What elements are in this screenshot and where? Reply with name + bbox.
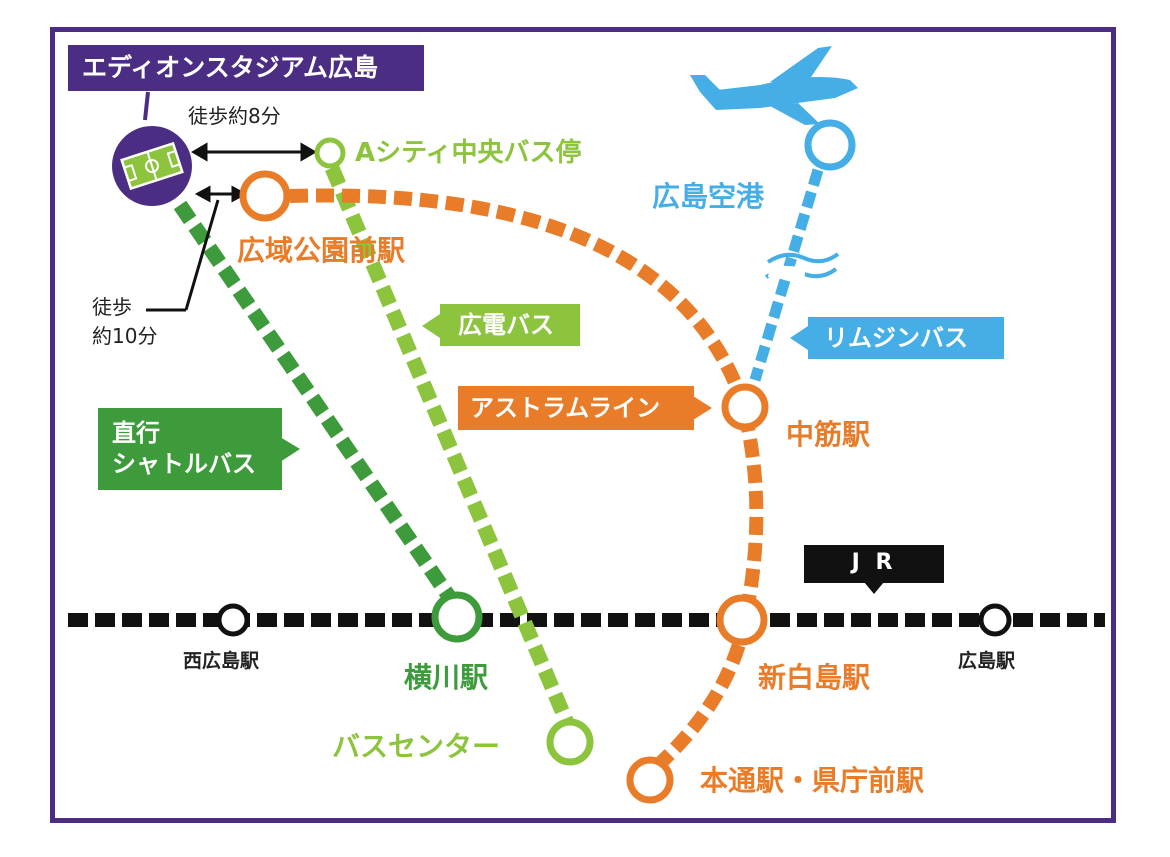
hondori-marker (626, 756, 674, 804)
walk-arrows (146, 142, 317, 312)
astram-line (289, 188, 764, 774)
jr-label-pointer (864, 582, 884, 594)
yokogawa-marker (431, 591, 483, 643)
map-frame (50, 27, 1116, 823)
bus-center-marker (546, 718, 594, 766)
shin-hakushima-marker (716, 594, 768, 646)
shuttle-bus-label: 直行 シャトルバス (98, 408, 282, 490)
nakasuji-marker (721, 383, 769, 431)
nishi-hiroshima-marker (216, 603, 250, 637)
yokogawa-name: 横川駅 (404, 661, 489, 694)
limousine-label-pointer (790, 326, 808, 350)
limousine-bus-line (749, 168, 824, 382)
koiki-koen-mae-name: 広域公園前駅 (237, 234, 406, 267)
airplane-icon (690, 46, 858, 125)
walk-time-to-station: 約10分 (92, 324, 158, 348)
koiki-koen-mae-marker (239, 170, 291, 222)
hiroden-bus-line (325, 165, 575, 728)
astram-label-pointer (693, 396, 712, 420)
hondori-name: 本通駅・県庁前駅 (700, 764, 925, 797)
bus-center-name: バスセンター (332, 730, 501, 763)
stadium-name-label: エディオンスタジアム広島 (68, 45, 424, 91)
hiroshima-airport-name: 広島空港 (652, 180, 765, 213)
nishi-hiroshima-name: 西広島駅 (183, 650, 260, 672)
jr-label: J R (804, 545, 944, 583)
hiroshima-station-name: 広島駅 (958, 650, 1016, 672)
hiroden-bus-label: 広電バス (440, 304, 580, 346)
stadium-marker (112, 91, 192, 206)
shuttle-bus-label-line2: シャトルバス (112, 450, 256, 479)
walk-label: 徒歩 (92, 295, 132, 319)
astram-line-label: アストラムライン (458, 386, 694, 430)
a-city-bus-stop-name: Aシティ中央バス停 (355, 138, 582, 168)
soccer-field-icon (120, 141, 184, 191)
walk-time-to-bus-stop: 徒歩約8分 (188, 104, 281, 128)
limousine-bus-label: リムジンバス (808, 317, 1004, 359)
shuttle-bus-line (173, 200, 457, 603)
hiroshima-airport-marker (804, 119, 856, 171)
nakasuji-name: 中筋駅 (786, 418, 871, 451)
shuttle-label-pointer (280, 437, 300, 462)
a-city-bus-stop-marker (314, 137, 346, 169)
shuttle-bus-label-line1: 直行 (112, 419, 160, 447)
shin-hakushima-name: 新白島駅 (758, 661, 871, 694)
hiroshima-station-marker (978, 603, 1012, 637)
hiroden-label-pointer (422, 314, 440, 338)
